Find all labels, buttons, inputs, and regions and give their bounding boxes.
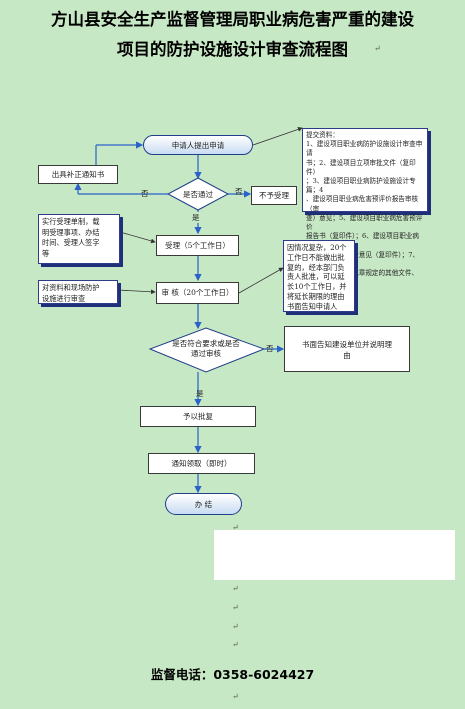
not-accept-box: 不予受理 (251, 186, 297, 205)
edge-label-yes-2: 是 (196, 389, 204, 398)
notify-box: 通知领取（即时） (148, 453, 255, 474)
end-node: 办 结 (165, 493, 242, 515)
paragraph-mark-icon: ↵ (232, 692, 239, 701)
paragraph-mark-icon: ↵ (232, 640, 239, 649)
review-doc-note: 对资料和现场防护 设施进行审查 (38, 280, 118, 304)
accept-doc-line-1: 实行受理单制，载 (42, 217, 100, 226)
materials-line-6: 查）意见；5、建设项目职业病危害预评价 (306, 213, 423, 232)
edge-label-no-left: 否 (141, 189, 149, 198)
decision2-label: 是否符合要求或是否 通过审核 (163, 339, 249, 359)
blank-text-box (214, 530, 455, 580)
extension-line-6: 将延长期限的理由 (287, 291, 345, 301)
extension-line-2: 工作日不能做出批 (287, 252, 345, 262)
paragraph-mark-icon: ↵ (232, 622, 239, 631)
accept-doc-line-4: 等 (42, 248, 50, 258)
written-notice-box: 书面告知建设单位并说明理 由 (284, 326, 410, 372)
paragraph-mark-icon: ↵ (232, 584, 239, 593)
written-notice-line-2: 由 (343, 351, 351, 360)
start-node: 申请人提出申请 (143, 135, 253, 155)
extension-line-7: 书面告知申请人 (287, 301, 338, 311)
paragraph-mark-icon: ↵ (232, 523, 239, 532)
materials-line-1: 提交资料： (306, 131, 339, 139)
correction-box: 出具补正通知书 (38, 165, 118, 184)
extension-line-3: 复的，经本部门负 (287, 262, 345, 272)
accept-doc-line-2: 明受理事项、办结 (42, 227, 100, 237)
review-doc-line-1: 对资料和现场防护 (42, 283, 100, 292)
review-doc-line-2: 设施进行审查 (42, 293, 86, 303)
decision1-diamond (166, 177, 230, 211)
materials-line-5: 、建设项目职业病危害预评价报告审核（审 (306, 195, 419, 213)
paragraph-mark-icon: ↵ (232, 603, 239, 612)
extension-line-1: 因情况复杂，20个 (287, 243, 347, 252)
accept-box: 受理（5个工作日） (156, 235, 239, 256)
decision2-line-2: 通过审核 (191, 349, 221, 358)
approve-box: 予以批复 (140, 406, 256, 427)
review-box: 审 核（20个工作日） (156, 282, 239, 304)
extension-line-5: 长10个工作日，并 (287, 282, 347, 292)
materials-line-4: ；3、建设项目职业病防护设施设计专篇；4 (306, 177, 416, 195)
materials-line-3: 书；2、建设项目立项审批文件（复印件） (306, 158, 416, 176)
extension-note: 因情况复杂，20个 工作日不能做出批 复的，经本部门负 责人批准，可以延 长10… (283, 240, 355, 312)
decision2-diamond (148, 327, 266, 373)
written-notice-line-1: 书面告知建设单位并说明理 (302, 340, 392, 349)
extension-line-4: 责人批准，可以延 (287, 272, 345, 282)
edge-label-yes-1: 是 (192, 212, 200, 223)
title-line-1: 方山县安全生产监督管理局职业病危害严重的建设 (51, 10, 414, 29)
title-line-2: 项目的防护设施设计审查流程图 (117, 40, 348, 59)
supervision-phone: 监督电话：0358-6024427 (150, 667, 315, 682)
edge-label-no-2: 否 (266, 344, 274, 353)
paragraph-mark-icon: ↵ (374, 44, 381, 53)
materials-note: 提交资料： 1、建设项目职业病防护设施设计审查申请 书；2、建设项目立项审批文件… (302, 128, 428, 286)
materials-line-2: 1、建设项目职业病防护设施设计审查申请 (306, 140, 423, 158)
decision1-label: 是否通过 (183, 190, 213, 199)
accept-doc-note: 实行受理单制，载 明受理事项、办结 时间、受理人签字 等 (38, 214, 120, 264)
decision2-line-1: 是否符合要求或是否 (172, 339, 240, 348)
edge-label-no-right: 否 (235, 187, 243, 196)
accept-doc-line-3: 时间、受理人签字 (42, 238, 100, 247)
